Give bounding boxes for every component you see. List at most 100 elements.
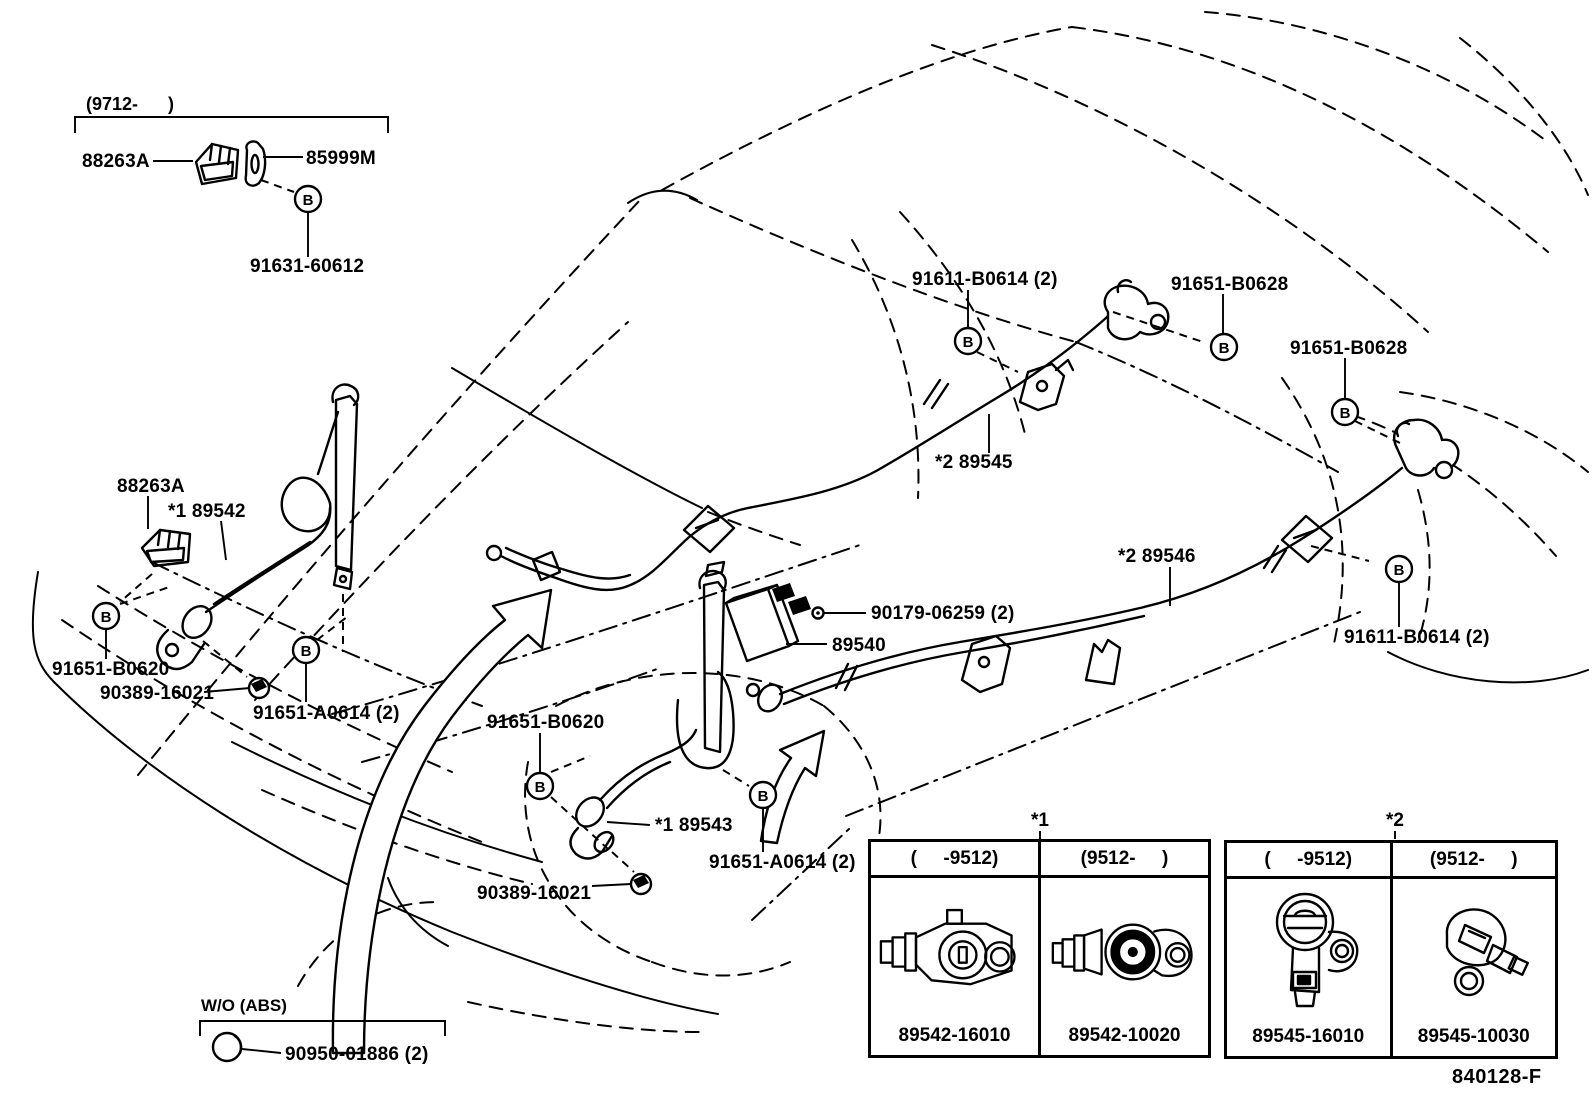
car-outline-segment <box>661 26 1073 191</box>
date-range-bracket <box>74 116 389 133</box>
leader-dashed <box>1310 545 1370 562</box>
wire-path <box>499 308 1116 592</box>
label-91611-b0614-top: 91611-B0614 (2) <box>912 269 1058 290</box>
front-left-speed-sensor-drawing <box>156 383 360 671</box>
part-number: 89542-16010 <box>898 1025 1011 1046</box>
car-outline-segment <box>1071 26 1549 253</box>
label-91651-b0628-1: 91651-B0628 <box>1171 274 1288 295</box>
callout-circle <box>748 780 778 810</box>
ecu-screw-center <box>816 611 820 615</box>
rear-right-sensor-wire-drawing <box>745 418 1460 713</box>
grommet-front-left-drawing <box>247 676 271 700</box>
car-outline-segment <box>651 961 791 977</box>
car-outline-segment <box>1281 377 1344 649</box>
ecu-connector-tab-2 <box>788 596 811 615</box>
parts-table-variant-1: ( -9512) 89542-16010 (9512- ) <box>868 839 1211 1058</box>
front-sensor-early-icon <box>879 908 1016 985</box>
callout-circle <box>1330 397 1360 427</box>
drawing-reference-code: 840128-F <box>1452 1066 1542 1088</box>
bolt-callout-b: B <box>293 184 323 214</box>
label-89545: *2 89545 <box>935 452 1013 473</box>
relay-ribs <box>208 142 232 166</box>
label-89543: *1 89543 <box>655 815 733 836</box>
label-88263a-front: 88263A <box>117 476 185 497</box>
leader-dashed <box>976 351 1019 373</box>
car-outline-segment <box>297 901 439 987</box>
wire-path <box>778 466 1404 696</box>
cable-u-loop <box>675 670 735 770</box>
grommet-slot <box>633 875 649 888</box>
car-outline-segment <box>1204 11 1546 141</box>
label-90950-01886: 90950-01886 (2) <box>285 1044 429 1065</box>
rear-sensor-late-icon <box>1445 907 1529 996</box>
wire-sleeve <box>834 662 859 692</box>
sensor-foot-hole <box>164 642 180 658</box>
car-outline-segment <box>451 367 703 509</box>
car-outline-segment <box>931 44 1429 333</box>
wire-elbow <box>531 550 562 582</box>
car-outline-segment <box>524 761 653 963</box>
car-outline-segment <box>31 571 55 683</box>
pillar-bracket <box>702 580 726 754</box>
bolt-callout-b: B <box>91 601 121 631</box>
callout-letter: B <box>301 643 312 660</box>
callout-letter: B <box>963 334 974 351</box>
bracket-hole <box>977 655 991 669</box>
part-drawing-89545-10030 <box>1399 879 1549 1026</box>
direction-arrows <box>331 588 826 1055</box>
part-number: 89545-10030 <box>1417 1026 1530 1047</box>
leader-dashed <box>202 640 248 678</box>
table-cell: (9512- ) 89545-10030 <box>1389 843 1555 1056</box>
body-bracket <box>960 634 1012 694</box>
leader-dashed <box>722 769 750 787</box>
bolt-callout-b: B <box>525 771 555 801</box>
part-drawing-89542-10020 <box>1047 878 1203 1025</box>
table-marker-1: *1 <box>1031 810 1049 831</box>
car-outline-segment <box>1075 341 1339 473</box>
fork-bracket <box>1084 638 1122 686</box>
car-outline-segment <box>751 827 851 921</box>
table-cell: ( -9512) 89545-16010 <box>1227 843 1390 1056</box>
relay-face <box>145 546 186 564</box>
label-85999m: 85999M <box>306 148 376 169</box>
callout-circle <box>1384 554 1414 584</box>
callout-letter: B <box>303 192 314 209</box>
callout-circle <box>1209 332 1239 362</box>
label-91651-a0614-bottom: 91651-A0614 (2) <box>709 852 856 873</box>
relay-face <box>199 160 235 182</box>
callout-letter: B <box>535 779 546 796</box>
large-curved-arrow <box>331 588 553 1055</box>
label-90179-06259: 90179-06259 (2) <box>871 603 1015 624</box>
pillar-bracket-foot <box>332 566 354 591</box>
label-88263a-top: 88263A <box>82 151 150 172</box>
wire-sleeve-2 <box>1262 544 1288 574</box>
abs-ecu-drawing <box>724 583 825 663</box>
leader-dashed <box>316 616 348 641</box>
leader-dashed <box>550 755 591 773</box>
car-outline-segment <box>53 681 719 1015</box>
leader-dashed <box>119 573 153 603</box>
front-sensor-late-icon <box>1051 923 1192 980</box>
bolt-callout-b: B <box>953 326 983 356</box>
sensor-head <box>181 605 213 639</box>
bolt-callouts: B B B B B B B B <box>91 184 1414 810</box>
callout-letter: B <box>758 788 769 805</box>
leader-dashed <box>119 585 173 605</box>
callout-circle <box>525 771 555 801</box>
leader <box>591 883 632 887</box>
leader <box>203 687 251 693</box>
label-91651-b0628-2: 91651-B0628 <box>1290 338 1407 359</box>
label-91651-b0620-bottom: 91651-B0620 <box>487 712 604 733</box>
relay-icon <box>194 142 240 186</box>
rear-sensor-early-icon <box>1276 892 1359 1007</box>
bolt-callout-b: B <box>1384 554 1414 584</box>
bracket-top-box <box>704 560 726 578</box>
wire-sleeve <box>922 378 950 410</box>
part-number: 89545-16010 <box>1252 1026 1365 1047</box>
label-89540: 89540 <box>832 635 886 656</box>
label-90389-16021-left: 90389-16021 <box>100 683 214 704</box>
label-91651-b0620-left: 91651-B0620 <box>52 659 169 680</box>
relay-ribs <box>156 528 182 551</box>
front-right-speed-sensor-drawing <box>569 560 735 860</box>
car-outline-segment <box>1351 414 1557 557</box>
